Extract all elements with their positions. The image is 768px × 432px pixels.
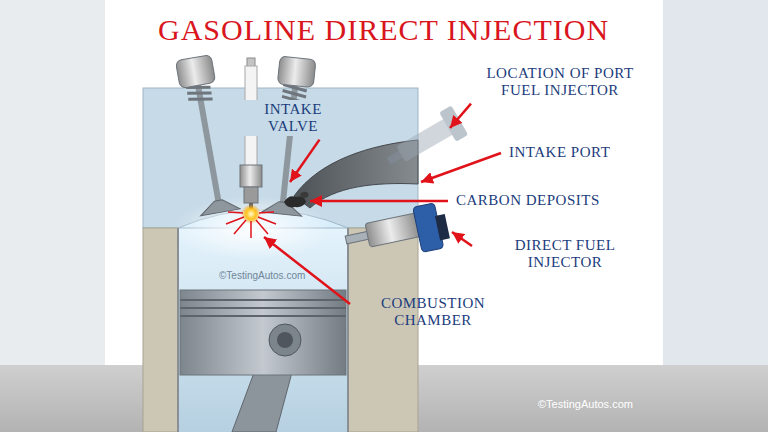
exhaust-valve xyxy=(173,54,240,216)
injector-body xyxy=(365,213,421,247)
part-label: INTAKE PORT xyxy=(506,143,613,162)
cylinder-block xyxy=(143,228,178,432)
cylinder-head xyxy=(143,88,418,228)
leader-arrow xyxy=(290,140,320,182)
spark-plug-thread xyxy=(244,187,258,203)
piston-pin xyxy=(277,332,293,348)
valve-stem xyxy=(198,83,219,202)
leader-arrow xyxy=(421,153,501,182)
watermark: ©TestingAutos.com xyxy=(538,398,633,410)
piston-pin xyxy=(269,324,301,356)
spark-ray xyxy=(256,220,268,234)
bore-wall xyxy=(177,228,179,432)
part-label: INTAKE VALVE xyxy=(240,100,346,136)
spark-rays xyxy=(226,212,276,238)
leader-arrow xyxy=(452,232,472,246)
spark-ray xyxy=(259,212,274,213)
spark-ray xyxy=(226,217,244,224)
carbon-deposit xyxy=(300,192,309,198)
spark-ray xyxy=(258,217,276,224)
port-injector-ghost xyxy=(380,105,468,175)
spark-plug-hex xyxy=(240,165,262,187)
piston-ring xyxy=(180,299,346,301)
spark-ray xyxy=(250,221,252,238)
piston-ring xyxy=(180,315,346,317)
part-label: LOCATION OF PORT FUEL INJECTOR xyxy=(457,64,663,100)
watermark: ©TestingAutos.com xyxy=(219,270,305,281)
part-label: COMBUSTION CHAMBER xyxy=(355,294,511,330)
leader-arrow xyxy=(450,104,471,128)
part-label: CARBON DEPOSITS xyxy=(453,191,603,210)
valve-tappet xyxy=(277,56,316,88)
leader-arrow xyxy=(310,200,448,203)
valve-tappet xyxy=(175,55,215,89)
direct-injector xyxy=(342,201,451,267)
piston xyxy=(180,290,346,375)
spark-ray xyxy=(228,212,243,213)
piston-ring xyxy=(180,307,346,309)
diagram-title: GASOLINE DIRECT INJECTION xyxy=(158,12,609,48)
intake-valve xyxy=(262,56,318,216)
injector-body xyxy=(396,118,453,162)
part-label: DIRECT FUEL INJECTOR xyxy=(477,236,653,272)
cylinder-block xyxy=(348,228,418,432)
injector-plug xyxy=(435,214,450,241)
spark-ray xyxy=(234,220,246,234)
bore-wall xyxy=(347,228,349,432)
